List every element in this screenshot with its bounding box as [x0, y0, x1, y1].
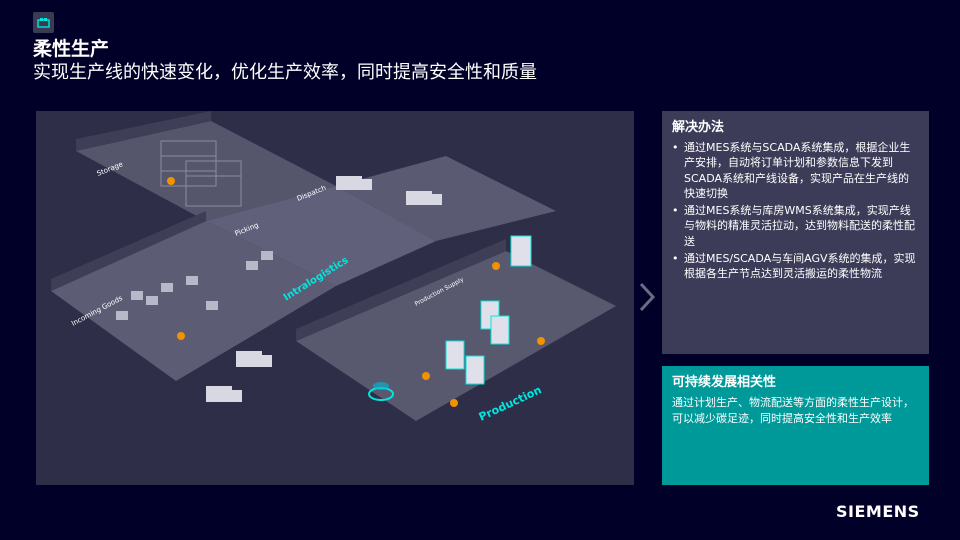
factory-illustration: Storage Picking Dispatch Incoming Goods …: [36, 111, 634, 485]
factory-icon: [37, 18, 50, 28]
dispatch-floor: [336, 156, 556, 241]
sustainability-title: 可持续发展相关性: [672, 375, 777, 390]
intralogistics-floor: [206, 186, 436, 286]
chevron-right-icon: [639, 282, 656, 312]
sustainability-text: 通过计划生产、物流配送等方面的柔性生产设计，可以减少碳足迹，同时提高安全性和生产…: [672, 396, 914, 425]
list-item: 通过MES系统与SCADA系统集成，根据企业生产安排，自动将订单计划和参数信息下…: [672, 140, 919, 201]
page-subtitle: 实现生产线的快速变化，优化生产效率，同时提高安全性和质量: [33, 62, 537, 83]
label-production: Production: [477, 383, 544, 423]
list-item: 通过MES系统与库房WMS系统集成，实现产线与物料的精准灵活拉动，达到物料配送的…: [672, 203, 919, 249]
list-item: 通过MES/SCADA与车间AGV系统的集成，实现根据各生产节点达到灵活搬运的柔…: [672, 251, 919, 282]
brand-logo: SIEMENS: [836, 502, 920, 521]
production-floor: [296, 251, 616, 421]
page-title: 柔性生产: [33, 38, 110, 60]
incoming-goods-floor: [51, 221, 336, 381]
solution-title: 解决办法: [672, 120, 725, 135]
app-logo-icon: [33, 12, 54, 33]
sustainability-panel: 可持续发展相关性 通过计划生产、物流配送等方面的柔性生产设计，可以减少碳足迹，同…: [662, 366, 929, 485]
solution-panel: 解决办法 通过MES系统与SCADA系统集成，根据企业生产安排，自动将订单计划和…: [662, 111, 929, 354]
solution-list: 通过MES系统与SCADA系统集成，根据企业生产安排，自动将订单计划和参数信息下…: [672, 140, 919, 282]
